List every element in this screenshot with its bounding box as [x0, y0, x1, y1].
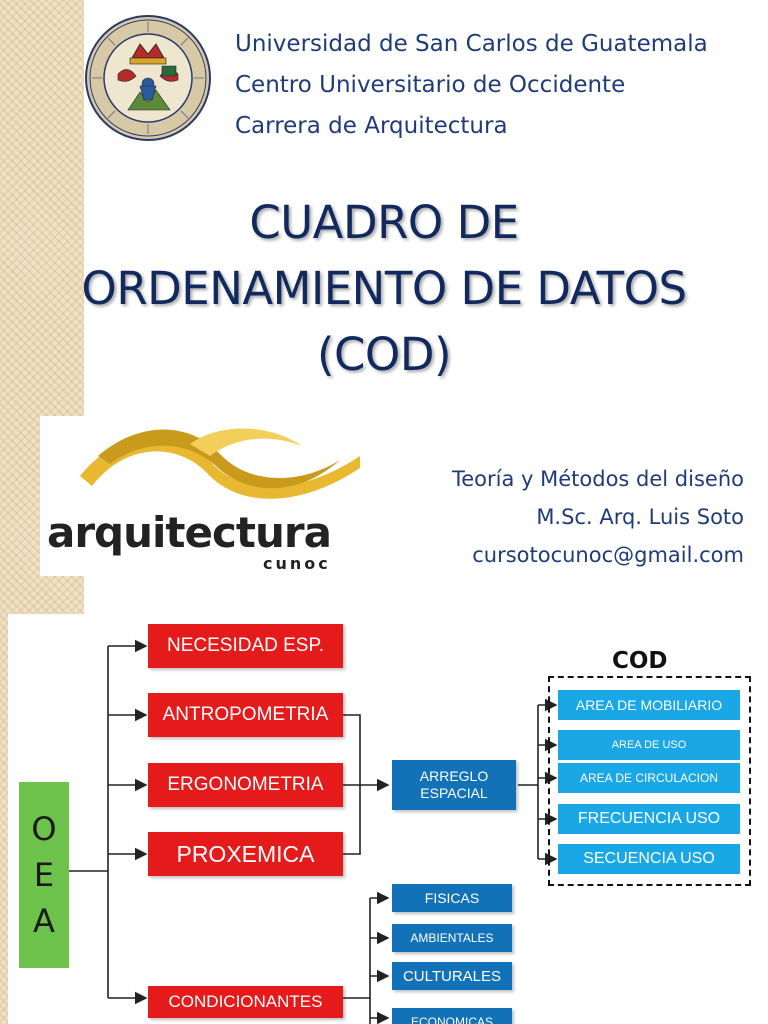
cod-area-mobiliario: AREA DE MOBILIARIO: [558, 690, 740, 720]
box-antropometria: ANTROPOMETRIA: [148, 693, 343, 737]
center-name: Centro Universitario de Occidente: [235, 72, 626, 98]
university-heading: Universidad de San Carlos de Guatemala C…: [235, 24, 708, 147]
cod-area-uso: AREA DE USO: [558, 730, 740, 760]
cod-frecuencia-uso: FRECUENCIA USO: [558, 804, 740, 834]
course-name: Teoría y Métodos del diseño: [451, 467, 744, 491]
title-line-3: (COD): [316, 328, 452, 381]
logo-wave-icon: [80, 428, 360, 499]
cod-secuencia-uso: SECUENCIA USO: [558, 844, 740, 874]
cond-culturales: CULTURALES: [392, 962, 512, 990]
contact-email: cursotocunoc@gmail.com: [472, 543, 744, 567]
oea-letter-a: A: [33, 902, 55, 940]
cod-frame: [548, 676, 751, 886]
cod-area-circulacion: AREA DE CIRCULACION: [558, 763, 740, 793]
diagram-connectors: [69, 639, 558, 1024]
university-name: Universidad de San Carlos de Guatemala: [235, 31, 708, 57]
cod-label: COD: [612, 648, 668, 674]
page-title: CUADRO DE ORDENAMIENTO DE DATOS (COD): [0, 190, 768, 388]
oea-diagram: O E A NECESIDAD ESP. ANTROPOMETRIA ERGON…: [8, 614, 768, 1024]
box-proxemica: PROXEMICA: [148, 832, 343, 876]
logo-sub: cunoc: [263, 554, 331, 573]
oea-box: O E A: [19, 782, 69, 968]
oea-letter-o: O: [31, 810, 57, 848]
instructor-name: M.Sc. Arq. Luis Soto: [536, 505, 744, 529]
box-ergonometria: ERGONOMETRIA: [148, 763, 343, 807]
box-arreglo-espacial: ARREGLO ESPACIAL: [392, 760, 516, 810]
oea-letter-e: E: [33, 856, 55, 894]
title-line-2: ORDENAMIENTO DE DATOS: [81, 262, 687, 315]
university-seal-icon: [85, 15, 211, 141]
arquitectura-logo: arquitectura cunoc: [40, 416, 362, 576]
cond-ambientales: AMBIENTALES: [392, 924, 512, 952]
logo-word: arquitectura: [47, 508, 332, 557]
course-info: Teoría y Métodos del diseño M.Sc. Arq. L…: [452, 460, 744, 574]
title-line-1: CUADRO DE: [249, 196, 519, 249]
box-necesidad: NECESIDAD ESP.: [148, 624, 343, 668]
cond-fisicas: FISICAS: [392, 884, 512, 912]
cond-economicas: ECONOMICAS: [392, 1008, 512, 1024]
box-condicionantes: CONDICIONANTES: [148, 986, 343, 1018]
career-name: Carrera de Arquitectura: [235, 113, 508, 139]
